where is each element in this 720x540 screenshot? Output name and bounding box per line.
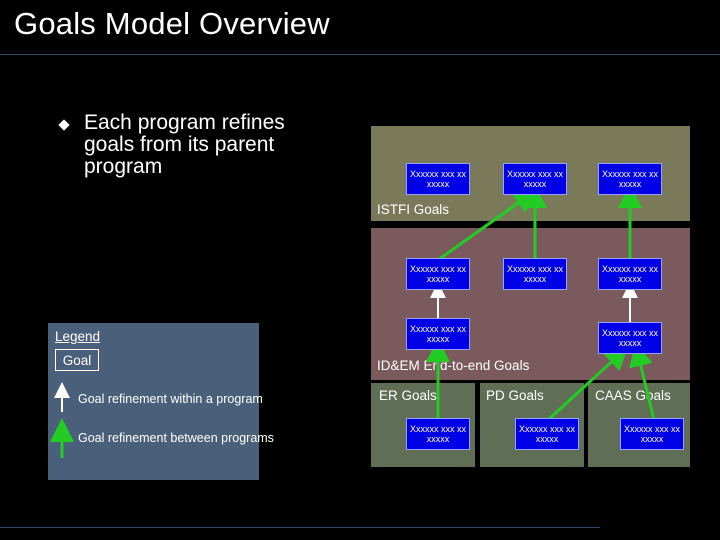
pd-panel-label: PD Goals (486, 388, 544, 403)
legend-title: Legend (55, 329, 101, 344)
goal-box-idem-3: Xxxxxx xxx xx xxxxx (598, 258, 662, 290)
goal-box-istfi-2: Xxxxxx xxx xx xxxxx (503, 163, 567, 195)
caas-panel-label: CAAS Goals (595, 388, 671, 403)
idem-panel-label: ID&EM End-to-end Goals (377, 358, 530, 373)
arrow-pd-to-idem5 (546, 345, 629, 422)
bullet-text: Each program refines goals from its pare… (84, 111, 285, 178)
footer-divider (0, 527, 600, 528)
goal-box-idem-2: Xxxxxx xxx xx xxxxx (503, 258, 567, 290)
goal-box-istfi-3: Xxxxxx xxx xx xxxxx (598, 163, 662, 195)
goal-box-caas: Xxxxxx xxx xx xxxxx (620, 418, 684, 450)
arrow-caas-to-idem5 (629, 342, 656, 421)
goal-box-idem-1: Xxxxxx xxx xx xxxxx (406, 258, 470, 290)
istfi-panel-label: ISTFI Goals (377, 202, 450, 217)
legend-between-label: Goal refinement between programs (78, 431, 274, 445)
er-panel-label: ER Goals (379, 388, 437, 403)
legend-goal-sample: Goal (55, 349, 99, 371)
goal-box-pd: Xxxxxx xxx xx xxxxx (515, 418, 579, 450)
title-divider (0, 54, 720, 55)
legend-within-label: Goal refinement within a program (78, 392, 263, 406)
page-title: Goals Model Overview (14, 6, 330, 41)
goal-box-er: Xxxxxx xxx xx xxxxx (406, 418, 470, 450)
goal-box-istfi-1: Xxxxxx xxx xx xxxxx (406, 163, 470, 195)
goal-box-idem-5: Xxxxxx xxx xx xxxxx (598, 322, 662, 354)
arrow-idem1-to-istfi2 (437, 189, 538, 262)
goal-box-idem-4: Xxxxxx xxx xx xxxxx (406, 318, 470, 350)
